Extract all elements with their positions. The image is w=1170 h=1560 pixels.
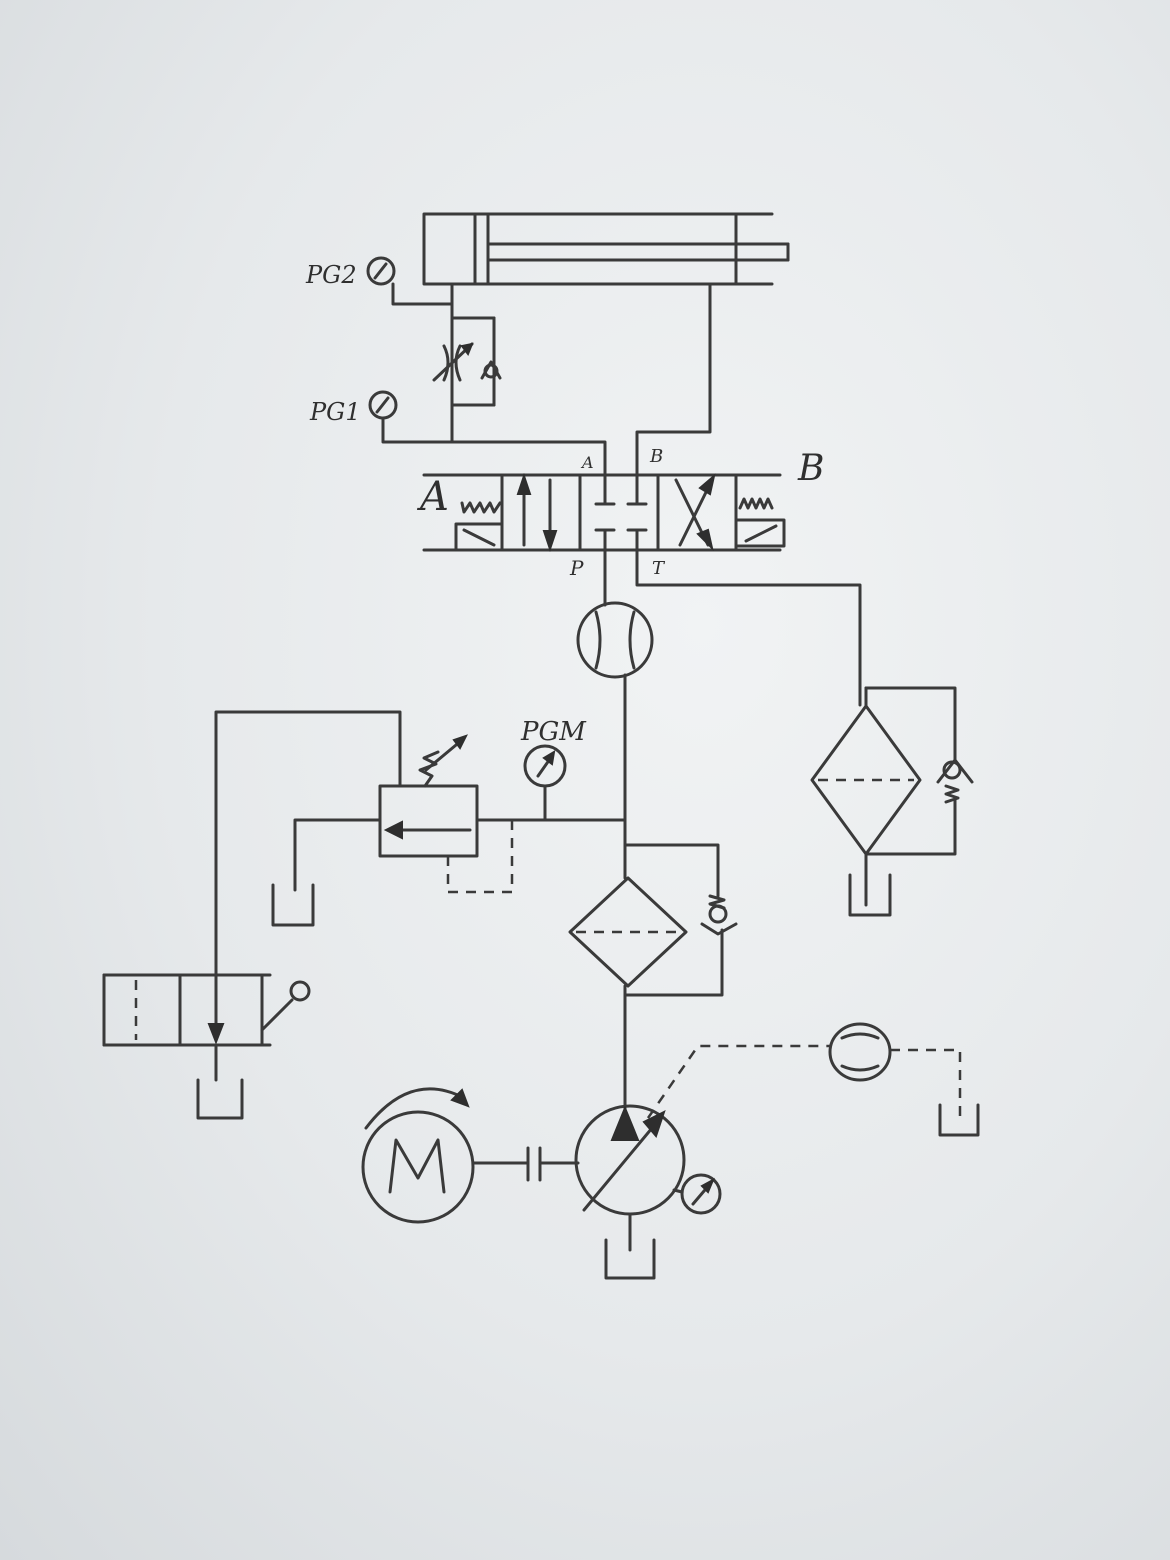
- port-a-label: A: [580, 453, 594, 472]
- solenoid-a-label: A: [416, 474, 449, 520]
- pressure-filter-icon: [568, 843, 724, 1112]
- return-line: [635, 548, 862, 707]
- check-valve-icon: [700, 894, 738, 936]
- pressure-gauge-pg2: PG2: [305, 256, 454, 306]
- hydraulic-cylinder-icon: [422, 212, 790, 286]
- pg1-label: PG1: [309, 398, 361, 426]
- pg2-label: PG2: [305, 261, 357, 289]
- check-valve-icon: [936, 758, 974, 804]
- port-t-label: T: [652, 558, 666, 579]
- solenoid-b-label: B: [797, 448, 824, 489]
- pump-pressure-gauge-icon: [672, 1173, 722, 1215]
- 4-3-directional-valve-icon: [422, 472, 786, 553]
- coupling-icon: [471, 1146, 580, 1182]
- pressure-gauge-pg1: PG1: [309, 390, 454, 444]
- tank-icon: [271, 883, 315, 927]
- tank-icon: [196, 1043, 244, 1120]
- electric-motor-icon: M: [361, 1087, 475, 1224]
- tank-icon: [848, 852, 892, 917]
- drain-line: [646, 1044, 962, 1119]
- pgm-label: PGM: [520, 717, 587, 747]
- flow-meter-icon: [576, 601, 654, 679]
- variable-pump-icon: [574, 1104, 686, 1216]
- port-b-label: B: [649, 446, 663, 467]
- tank-icon: [604, 1212, 656, 1280]
- manual-valve-icon: [102, 973, 311, 1047]
- tank-icon: [938, 1103, 980, 1137]
- pressure-line: [603, 548, 627, 880]
- port-p-label: P: [569, 556, 584, 580]
- relief-valve-lines: [214, 710, 627, 977]
- return-filter-icon: [810, 686, 957, 856]
- throttle-check-valve-icon: [432, 316, 502, 407]
- pressure-gauge-pgm: PGM: [520, 717, 587, 822]
- flow-meter-icon: [828, 1022, 892, 1082]
- cylinder-cap-line: [450, 282, 712, 480]
